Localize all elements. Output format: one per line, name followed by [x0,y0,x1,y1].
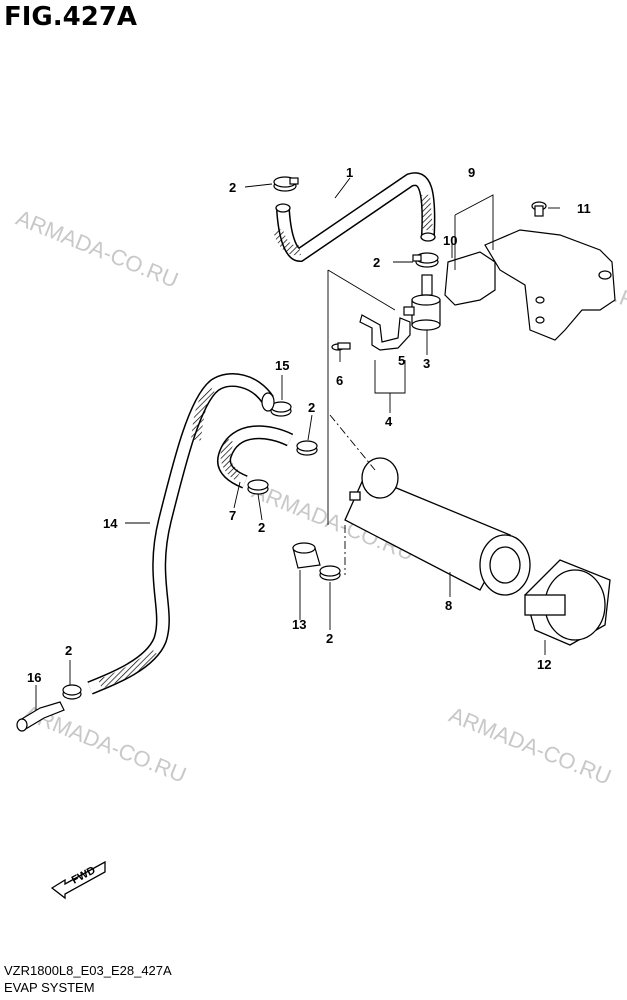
callout-8: 8 [445,598,452,613]
callout-1: 1 [346,165,353,180]
callout-4: 4 [385,414,393,429]
figure-subtitle: EVAP SYSTEM [4,980,95,995]
part-9-bracket[interactable] [484,229,616,341]
callout-3: 3 [423,356,430,371]
part-7-hose[interactable] [217,425,294,489]
callout-2-left: 2 [258,520,265,535]
part-14-hose[interactable] [87,373,274,695]
callout-2-fitting: 2 [65,643,72,658]
guide-lines [35,177,560,710]
callout-2-valve: 2 [373,255,380,270]
part-2-clamp-13[interactable] [319,565,341,581]
part-16-fitting[interactable] [16,701,65,732]
part-5-bracket[interactable] [359,314,411,351]
part-15-hose-end[interactable] [261,392,275,412]
callout-2-right: 2 [308,400,315,415]
callout-9: 9 [468,165,475,180]
part-8-canister[interactable] [344,457,531,596]
callout-14: 14 [103,516,118,531]
callout-12: 12 [537,657,551,672]
fwd-arrow-icon: FWD [50,860,106,900]
callout-13: 13 [292,617,306,632]
part-12-cover[interactable] [524,559,611,646]
part-2-clamp-mid[interactable] [412,252,439,268]
callout-16: 16 [27,670,41,685]
part-2-clamp-15[interactable] [270,401,292,417]
callout-7: 7 [229,508,236,523]
callout-15: 15 [275,358,289,373]
part-3-valve[interactable] [403,274,441,331]
callout-2-bottom: 2 [326,631,333,646]
part-10-clip[interactable] [444,251,496,306]
part-1-hose[interactable] [273,172,436,263]
part-2-clamp-16[interactable] [62,684,82,700]
part-11-screw[interactable] [531,201,547,217]
callout-10: 10 [443,233,457,248]
part-13-hose-piece[interactable] [292,542,321,569]
part-2-clamp-top[interactable] [273,176,299,192]
figure-code: VZR1800L8_E03_E28_427A [4,963,172,978]
callout-6: 6 [336,373,343,388]
callout-2-top: 2 [229,180,236,195]
part-2-clamp-7left[interactable] [247,479,269,495]
part-2-clamp-7right[interactable] [296,440,318,456]
callout-11: 11 [577,201,591,216]
figure-title: FIG.427A [4,2,138,32]
part-6-bolt[interactable] [331,342,351,351]
callout-5: 5 [398,353,405,368]
